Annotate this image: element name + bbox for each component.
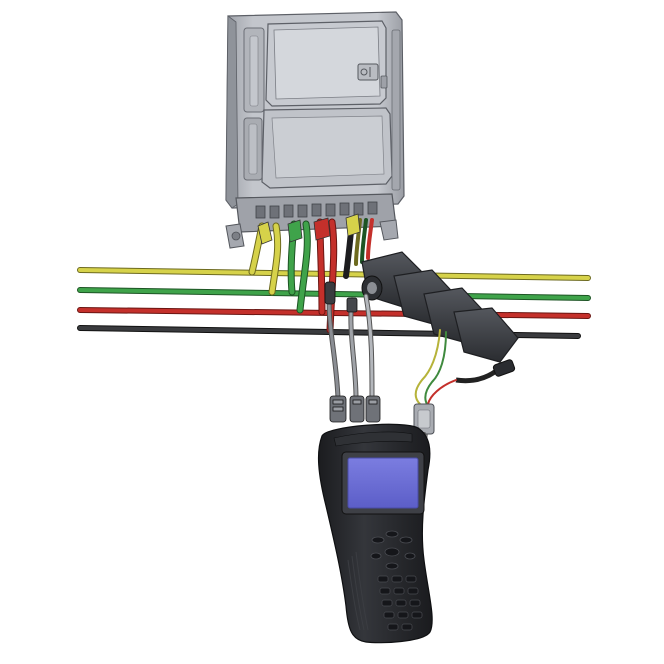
current-clamps xyxy=(361,251,519,384)
tester-screen xyxy=(347,457,419,509)
tester-navigation-keys[interactable] xyxy=(370,530,416,570)
energy-meter xyxy=(225,11,405,249)
tester-top-connectors xyxy=(329,395,381,423)
tester-grip-texture xyxy=(347,551,369,631)
terminal-clips xyxy=(257,213,361,245)
tester-keypad[interactable] xyxy=(377,575,423,631)
meter-card-slot-icon xyxy=(357,63,388,89)
handheld-tester xyxy=(317,395,433,644)
test-leads xyxy=(324,281,457,450)
